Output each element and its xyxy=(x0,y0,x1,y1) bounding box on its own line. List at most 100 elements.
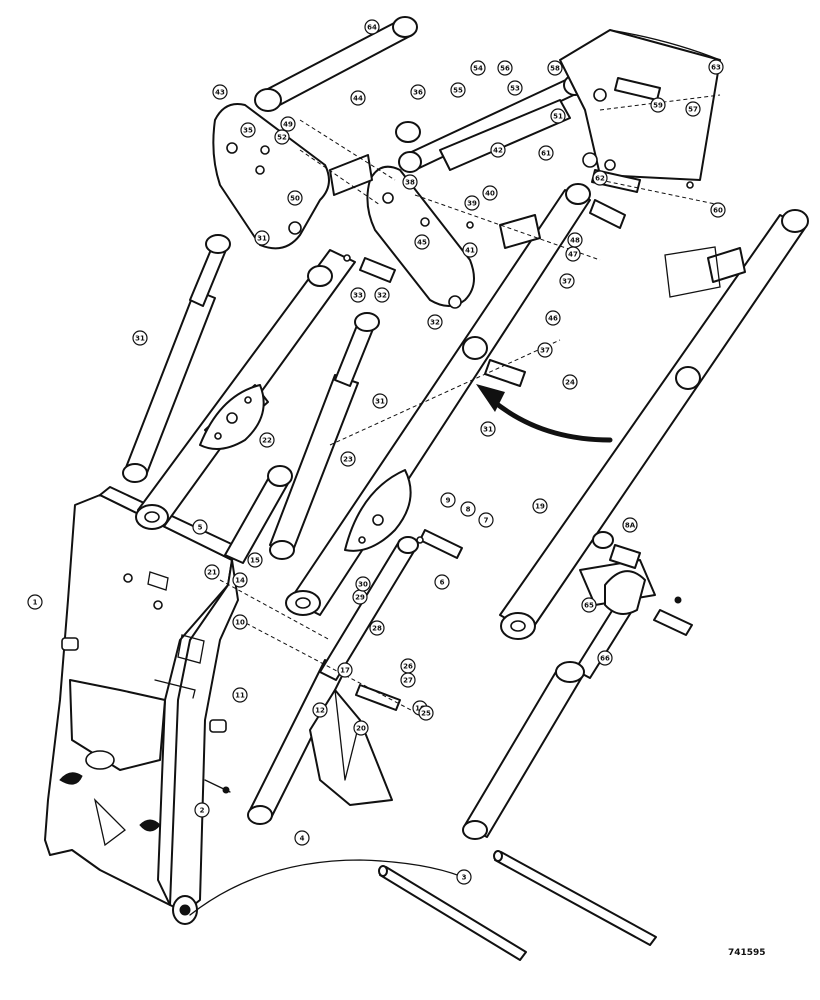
callout-55: 55 xyxy=(450,82,466,98)
left-upper-cylinder xyxy=(122,234,231,483)
callout-62: 62 xyxy=(592,170,608,186)
callout-circle xyxy=(340,451,356,467)
callout-36: 36 xyxy=(410,84,426,100)
callout-37: 37 xyxy=(559,273,575,289)
callout-number: 14 xyxy=(235,577,245,585)
callout-10: 10 xyxy=(232,614,248,630)
callout-24: 24 xyxy=(562,374,578,390)
callout-circle xyxy=(192,519,208,535)
callout-circle xyxy=(418,705,434,721)
callout-number: 53 xyxy=(510,85,520,93)
callout-circle xyxy=(410,84,426,100)
callout-26: 26 xyxy=(400,658,416,674)
callout-50: 50 xyxy=(287,190,303,206)
callout-number: 33 xyxy=(353,292,363,300)
callout-circle xyxy=(254,230,270,246)
callout-65: 65 xyxy=(581,597,597,613)
lower-left-cylinder xyxy=(247,536,419,825)
callout-circle xyxy=(622,517,638,533)
callout-number: 21 xyxy=(207,569,217,577)
callout-circle xyxy=(280,116,296,132)
callout-circle xyxy=(567,232,583,248)
callout-number: 48 xyxy=(570,237,580,245)
callout-19: 19 xyxy=(532,498,548,514)
center-rod-link xyxy=(224,465,293,564)
callout-number: 15 xyxy=(250,557,260,565)
callout-circle xyxy=(414,234,430,250)
callout-circle xyxy=(532,498,548,514)
callout-circle xyxy=(353,720,369,736)
callout-circle xyxy=(490,142,506,158)
callout-57: 57 xyxy=(685,101,701,117)
callout-47: 47 xyxy=(565,246,581,262)
callout-number: 52 xyxy=(277,134,287,142)
callout-number: 5 xyxy=(198,524,203,532)
callout-32: 32 xyxy=(427,314,443,330)
callout-43: 43 xyxy=(212,84,228,100)
callout-number: 31 xyxy=(135,335,145,343)
callout-circle xyxy=(400,672,416,688)
callout-number: 64 xyxy=(367,24,377,32)
callout-40: 40 xyxy=(482,185,498,201)
callout-circle xyxy=(232,614,248,630)
callout-number: 42 xyxy=(493,147,503,155)
callout-circle xyxy=(562,374,578,390)
left-lift-arm xyxy=(135,249,356,530)
callout-48: 48 xyxy=(567,232,583,248)
callout-number: 1 xyxy=(33,599,38,607)
callout-number: 59 xyxy=(653,102,663,110)
callout-circle xyxy=(480,421,496,437)
callout-circle xyxy=(369,620,385,636)
callout-number: 39 xyxy=(467,200,477,208)
callout-41: 41 xyxy=(462,242,478,258)
callout-circle xyxy=(559,273,575,289)
callout-number: 8 xyxy=(466,506,471,514)
callout-number: 9 xyxy=(446,497,451,505)
callout-number: 38 xyxy=(405,179,415,187)
callout-circle xyxy=(482,185,498,201)
callout-number: 54 xyxy=(473,65,483,73)
callout-12: 12 xyxy=(312,702,328,718)
callout-circle xyxy=(537,342,553,358)
callout-number: 37 xyxy=(540,347,550,355)
callout-circle xyxy=(470,60,486,76)
callout-number: 50 xyxy=(290,195,300,203)
callout-circle xyxy=(27,594,43,610)
callout-circle xyxy=(547,60,563,76)
callout-circle xyxy=(597,650,613,666)
callout-circle xyxy=(478,512,494,528)
callout-4: 4 xyxy=(294,830,310,846)
callout-labels: 1234567891011121415161719202221232425262… xyxy=(27,19,726,885)
callout-circle xyxy=(212,84,228,100)
callout-circle xyxy=(247,552,263,568)
callout-64: 64 xyxy=(364,19,380,35)
callout-circle xyxy=(708,59,724,75)
callout-54: 54 xyxy=(470,60,486,76)
callout-number: 4 xyxy=(300,835,305,843)
callout-number: 45 xyxy=(417,239,427,247)
callout-28: 28 xyxy=(369,620,385,636)
callout-circle xyxy=(592,170,608,186)
callout-number: 27 xyxy=(403,677,413,685)
callout-circle xyxy=(294,830,310,846)
callout-number: 31 xyxy=(257,235,267,243)
callout-45: 45 xyxy=(414,234,430,250)
callout-number: 22 xyxy=(262,437,272,445)
callout-circle xyxy=(685,101,701,117)
callout-5: 5 xyxy=(192,519,208,535)
lower-mount xyxy=(309,689,393,806)
callout-circle xyxy=(507,80,523,96)
callout-number: 10 xyxy=(235,619,245,627)
callout-number: 51 xyxy=(553,113,563,121)
callout-number: 20 xyxy=(356,725,366,733)
callout-number: 55 xyxy=(453,87,463,95)
center-upper-cylinder xyxy=(269,312,380,560)
callout-circle xyxy=(456,869,472,885)
callout-number: 3 xyxy=(462,874,467,882)
callout-number: 61 xyxy=(541,150,551,158)
callout-number: 26 xyxy=(403,663,413,671)
callout-number: 6 xyxy=(440,579,445,587)
callout-circle xyxy=(194,802,210,818)
callout-circle xyxy=(427,314,443,330)
callout-number: 40 xyxy=(485,190,495,198)
